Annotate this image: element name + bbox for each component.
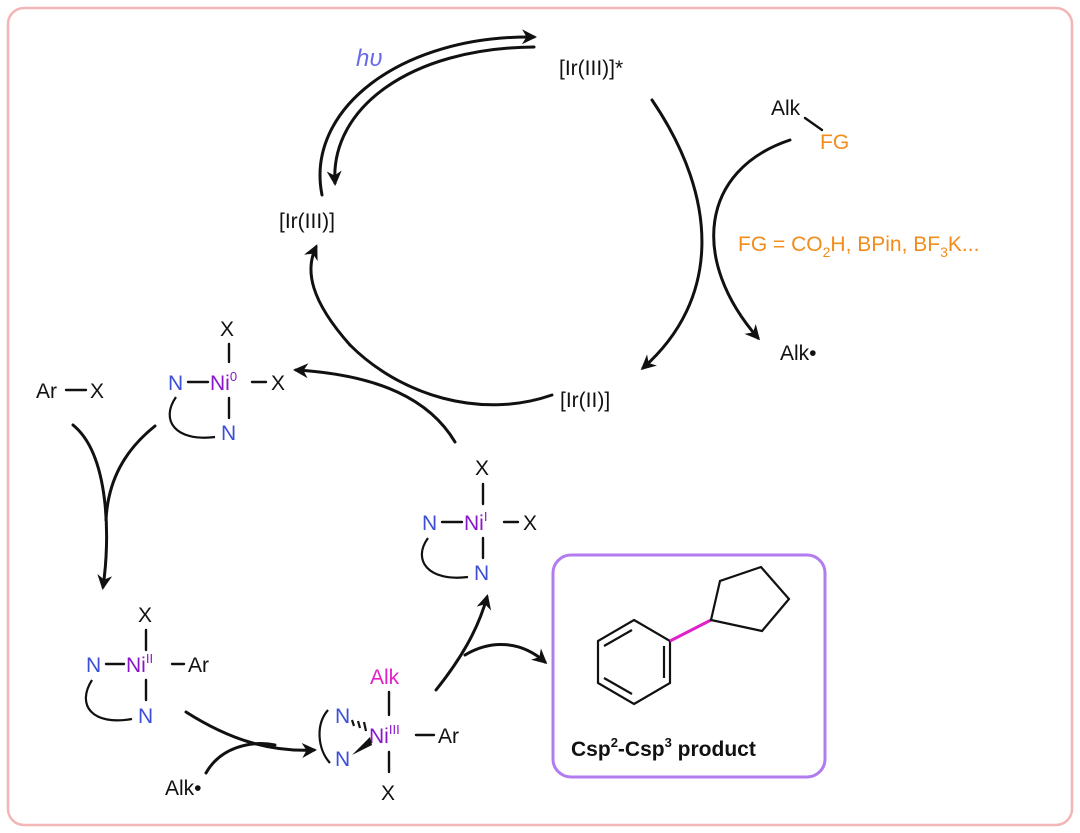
ni3-ar-right: Ar bbox=[438, 725, 459, 748]
product-box: Csp2-Csp3 product bbox=[551, 553, 827, 779]
ni2-n-top: N bbox=[86, 654, 101, 677]
ni0-x-top: X bbox=[220, 318, 234, 341]
ni1-complex: X N NiI X N bbox=[420, 457, 537, 585]
ni1-n-top: N bbox=[422, 512, 437, 535]
svg-text:NiIII: NiIII bbox=[369, 722, 400, 748]
svg-text:Ar: Ar bbox=[36, 380, 57, 403]
ni2-x-top: X bbox=[138, 604, 152, 627]
aryl-halide: Ar X bbox=[36, 380, 104, 403]
oxidative-addition-arrow bbox=[71, 423, 113, 590]
ni1-x-top: X bbox=[475, 457, 489, 480]
ni3-n-bottom: N bbox=[335, 748, 350, 771]
ir-excited-to-ir-reduced-arrow bbox=[640, 98, 704, 370]
ni0-n-bottom: N bbox=[221, 422, 236, 445]
ni0-merge-arrow bbox=[104, 424, 157, 522]
cyclopentane-ring bbox=[709, 565, 791, 633]
svg-text:NiI: NiI bbox=[464, 509, 487, 535]
ir-regeneration-arrow bbox=[304, 244, 352, 347]
hv-label: hυ bbox=[356, 45, 383, 72]
ni3-x-bottom: X bbox=[381, 782, 395, 805]
alk-label: Alk bbox=[771, 97, 801, 120]
ni1-n-bottom: N bbox=[474, 562, 489, 585]
alk-radical-merge-arrow bbox=[204, 742, 277, 775]
alk-radical-in-label: Alk• bbox=[165, 777, 202, 800]
outer-frame bbox=[6, 6, 1074, 827]
ni2-complex: X N NiII Ar N bbox=[84, 604, 209, 728]
ni2-ar-right: Ar bbox=[188, 654, 209, 677]
new-csp2-csp3-bond bbox=[669, 618, 712, 643]
excitation-arrow bbox=[318, 29, 537, 197]
radical-capture-arrow bbox=[184, 710, 317, 759]
ir-excited-label: [Ir(III)]* bbox=[559, 57, 623, 80]
svg-text:Ni0: Ni0 bbox=[210, 369, 237, 395]
ni1-x-right: X bbox=[523, 512, 537, 535]
ni2-n-bottom: N bbox=[138, 705, 153, 728]
product-release-arrow bbox=[463, 643, 548, 664]
ni0-x-right: X bbox=[271, 372, 285, 395]
ni3-complex: Alk N NiIII N Ar X bbox=[318, 666, 459, 805]
ir-ground-label: [Ir(III)] bbox=[279, 210, 335, 233]
alk-radical-label: Alk• bbox=[780, 342, 817, 365]
svg-text:X: X bbox=[90, 380, 104, 403]
electron-transfer-to-ni-arrow bbox=[293, 363, 457, 444]
fg-definition: FG = CO2H, BPin, BF3K... bbox=[738, 233, 979, 260]
ni3-alk-top: Alk bbox=[370, 666, 400, 689]
ir-reduced-label: [Ir(II)] bbox=[560, 389, 610, 412]
reductive-elimination-arrow bbox=[434, 594, 492, 692]
ni3-n-top: N bbox=[335, 705, 350, 728]
ni0-complex: X N Ni0 X N bbox=[168, 318, 285, 445]
svg-text:NiII: NiII bbox=[126, 651, 153, 677]
product-caption: Csp2-Csp3 product bbox=[571, 735, 756, 761]
relaxation-arrow bbox=[326, 45, 536, 186]
alk-fg-bond bbox=[803, 116, 824, 132]
alk-fg-oxidation-arrow bbox=[712, 138, 792, 341]
fg-label: FG bbox=[820, 131, 849, 154]
ni0-n-top: N bbox=[168, 372, 183, 395]
ir-reduced-to-ni-arrow bbox=[348, 343, 554, 407]
